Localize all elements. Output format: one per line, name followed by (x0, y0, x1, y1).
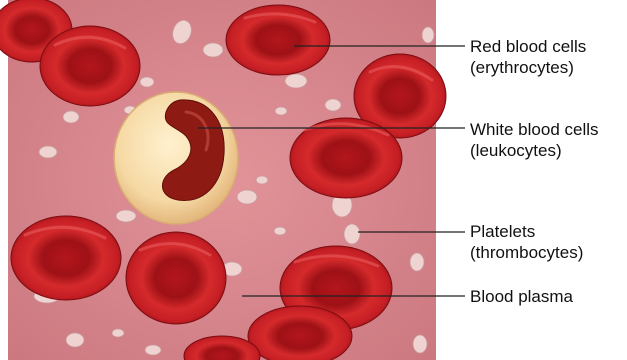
platelet (410, 253, 424, 271)
red-blood-cell (226, 5, 330, 75)
platelet (325, 99, 341, 111)
platelet (66, 333, 84, 347)
platelet (63, 111, 79, 123)
platelet (275, 107, 287, 115)
platelet (39, 146, 57, 158)
platelet (285, 74, 307, 88)
platelet (140, 77, 154, 87)
red-blood-cell (248, 306, 352, 360)
platelet (256, 176, 268, 184)
rbc-label: Red blood cells (erythrocytes) (470, 36, 586, 78)
platelets-label: Platelets (thrombocytes) (470, 221, 583, 263)
platelets-label-line1: Platelets (470, 221, 583, 242)
platelet (112, 329, 124, 337)
platelet (145, 345, 161, 355)
platelets-label-line2: (thrombocytes) (470, 242, 583, 263)
wbc-label-line2: (leukocytes) (470, 140, 599, 161)
platelet (116, 210, 136, 222)
platelet (203, 43, 223, 57)
plasma-label-line1: Blood plasma (470, 286, 573, 307)
platelet (413, 335, 427, 353)
wbc-label-line1: White blood cells (470, 119, 599, 140)
platelet (344, 224, 360, 244)
platelet (422, 27, 434, 43)
platelet (237, 190, 257, 204)
wbc-label: White blood cells (leukocytes) (470, 119, 599, 161)
rbc-label-line1: Red blood cells (470, 36, 586, 57)
rbc-label-line2: (erythrocytes) (470, 57, 586, 78)
plasma-label: Blood plasma (470, 286, 573, 307)
red-blood-cell (126, 232, 226, 324)
platelet (274, 227, 286, 235)
white-blood-cell (114, 92, 238, 224)
